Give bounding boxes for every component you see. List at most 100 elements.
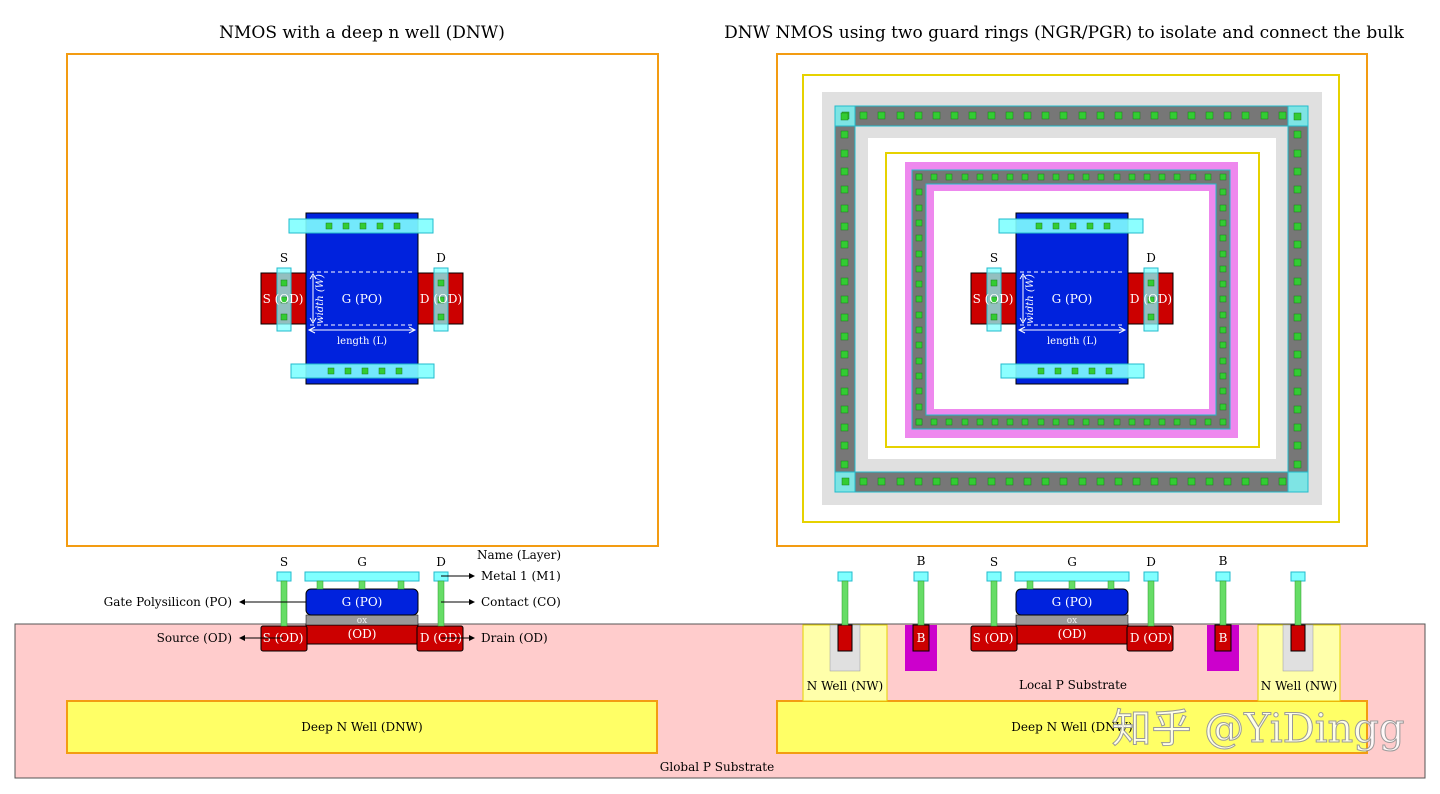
contact-square <box>915 357 923 365</box>
contact-square <box>1205 477 1214 486</box>
contact-square <box>840 222 849 231</box>
contact-square <box>961 418 969 426</box>
contact-square <box>840 441 849 450</box>
contact-square <box>1132 111 1141 120</box>
contact-square <box>1071 367 1079 375</box>
contact-square <box>915 173 923 181</box>
channel-label: (OD) <box>1058 627 1087 641</box>
contact-square <box>950 477 959 486</box>
length-label: length (L) <box>337 336 387 347</box>
source-terminal-label: S <box>990 251 998 265</box>
contact-square <box>1219 188 1227 196</box>
contact-square <box>915 403 923 411</box>
terminal-b-left: B <box>917 554 926 568</box>
legend-gate-poly: Gate Polysilicon (PO) <box>104 595 232 609</box>
contact-square <box>1204 173 1212 181</box>
contact-square <box>840 313 849 322</box>
legend-header: Name (Layer) <box>477 548 561 562</box>
contact-square <box>1078 477 1087 486</box>
drain-region-label: D (OD) <box>1130 292 1172 306</box>
contact-square <box>1293 441 1302 450</box>
contact-square <box>896 477 905 486</box>
ngr-outline <box>834 105 1309 493</box>
contact-square <box>342 222 350 230</box>
contact-square <box>1114 477 1123 486</box>
gate-contact <box>358 580 366 590</box>
contact-square <box>915 234 923 242</box>
source-metal1 <box>986 571 1002 582</box>
contact-square <box>840 130 849 139</box>
contact-square <box>1023 111 1032 120</box>
contact-square <box>915 387 923 395</box>
global-substrate-label: Global P Substrate <box>660 760 774 774</box>
ngr-inner-outline <box>854 125 1289 473</box>
layer-legend: Name (Layer) Metal 1 (M1) Contact (CO) D… <box>104 548 561 645</box>
gate-metal1 <box>1014 571 1130 582</box>
contact-square <box>1113 418 1121 426</box>
contact-square <box>1132 477 1141 486</box>
right-cross-section: Deep N Well (DNW) N Well (NW) N Well (NW… <box>776 554 1368 754</box>
left-deep-nwell <box>66 700 658 754</box>
contact-square <box>395 367 403 375</box>
local-substrate-label: Local P Substrate <box>1019 678 1127 692</box>
contact-square <box>1067 418 1075 426</box>
contact-square <box>1059 111 1068 120</box>
width-label: width (W) <box>315 274 326 324</box>
contact-square <box>914 477 923 486</box>
contact-square <box>1173 418 1181 426</box>
gate-metal1 <box>304 571 420 582</box>
contact-square <box>1147 313 1155 321</box>
drain-terminal-label: D <box>436 251 446 265</box>
contact-square <box>1293 112 1302 121</box>
contact-square <box>1293 387 1302 396</box>
contact-square <box>1223 477 1232 486</box>
contact-square <box>1241 477 1250 486</box>
contact-square <box>1219 387 1227 395</box>
length-label: length (L) <box>1047 336 1097 347</box>
contact-square <box>930 418 938 426</box>
contact-square <box>1187 111 1196 120</box>
contact-square <box>1219 326 1227 334</box>
contact-square <box>1128 173 1136 181</box>
contact-square <box>378 367 386 375</box>
contact-square <box>840 460 849 469</box>
right-nwell-label: N Well (NW) <box>1261 679 1337 693</box>
contact-square <box>1189 418 1197 426</box>
width-arrowheads <box>1019 273 1027 324</box>
contact-square <box>1169 111 1178 120</box>
contact-square <box>1278 477 1287 486</box>
contact-square <box>1293 240 1302 249</box>
contact-square <box>987 477 996 486</box>
contact-square <box>1219 173 1227 181</box>
oxide-label: ox <box>357 616 368 626</box>
contact-square <box>1219 280 1227 288</box>
contact-square <box>915 280 923 288</box>
contact-square <box>437 279 445 287</box>
contact-array <box>990 222 1155 375</box>
contact-square <box>1219 372 1227 380</box>
contact-square <box>1219 357 1227 365</box>
watermark: 知乎 @YiDingg <box>1111 706 1404 752</box>
contact-square <box>1150 111 1159 120</box>
contact-square <box>991 173 999 181</box>
source-region-label: S (OD) <box>263 292 304 306</box>
contact-square <box>1037 173 1045 181</box>
contact-square <box>968 477 977 486</box>
contact-square <box>1147 279 1155 287</box>
gate-poly-label: G (PO) <box>342 595 383 609</box>
contact-square <box>1293 167 1302 176</box>
gate-poly <box>1015 212 1129 385</box>
contact-square <box>325 222 333 230</box>
contact-square <box>840 332 849 341</box>
contact-square <box>877 477 886 486</box>
contact-square <box>1041 477 1050 486</box>
contact-square <box>1005 477 1014 486</box>
contact-square <box>1278 111 1287 120</box>
source-od-label: S (OD) <box>973 631 1014 645</box>
drain-contact <box>1147 580 1155 627</box>
contact-square <box>1147 296 1155 304</box>
legend-contact: Contact (CO) <box>481 595 561 609</box>
terminal-s: S <box>280 555 288 569</box>
contact-square <box>1293 368 1302 377</box>
drain-metal1 <box>1143 571 1159 582</box>
